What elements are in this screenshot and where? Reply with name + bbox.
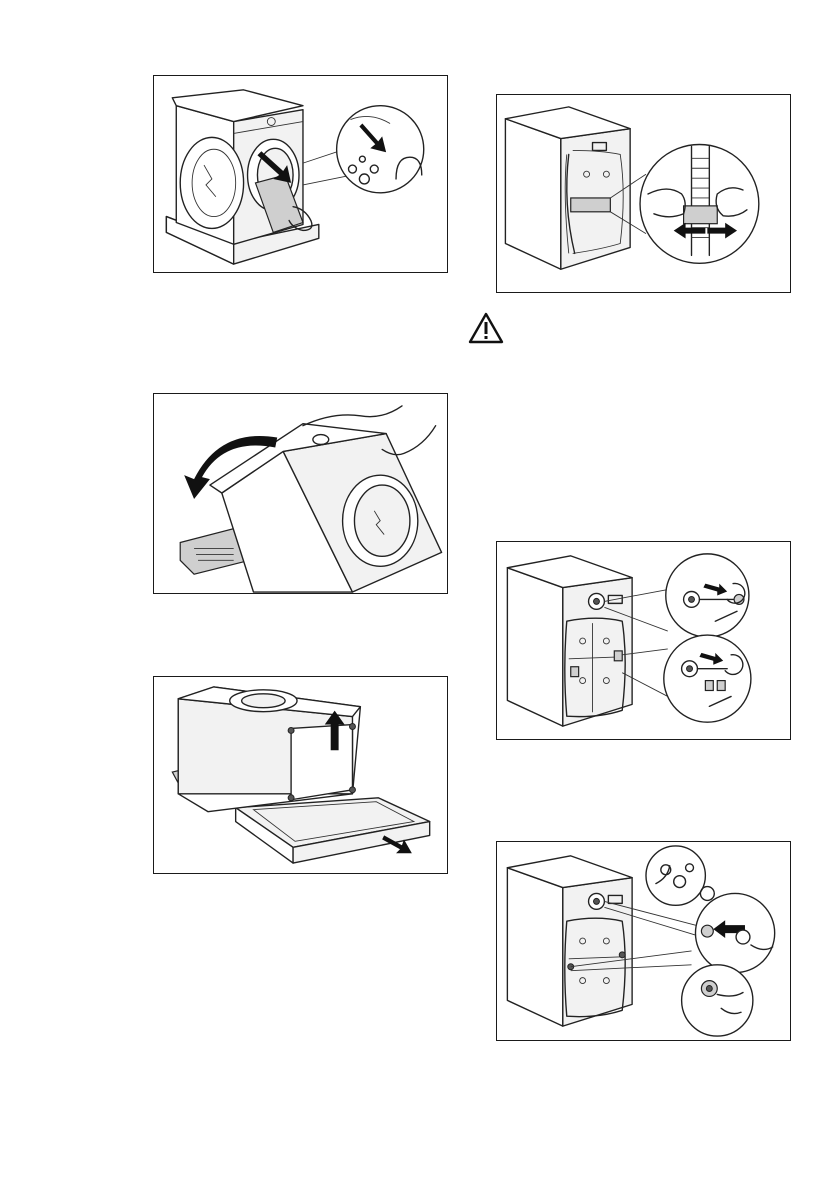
figure-release-hose [496, 94, 791, 293]
illustration-tilt-machine [154, 394, 447, 593]
illustration-remove-base [154, 677, 447, 873]
figure-remove-packing [153, 75, 448, 273]
illustration-release-hose [497, 95, 790, 292]
figure-remove-base [153, 676, 448, 874]
figure-insert-caps [496, 841, 791, 1041]
illustration-remove-packing [154, 76, 447, 272]
warning-triangle-icon [468, 312, 504, 344]
figure-tilt-machine [153, 393, 448, 594]
figure-transit-bolts [496, 541, 791, 740]
illustration-transit-bolts [497, 542, 790, 739]
illustration-insert-caps [497, 842, 790, 1040]
